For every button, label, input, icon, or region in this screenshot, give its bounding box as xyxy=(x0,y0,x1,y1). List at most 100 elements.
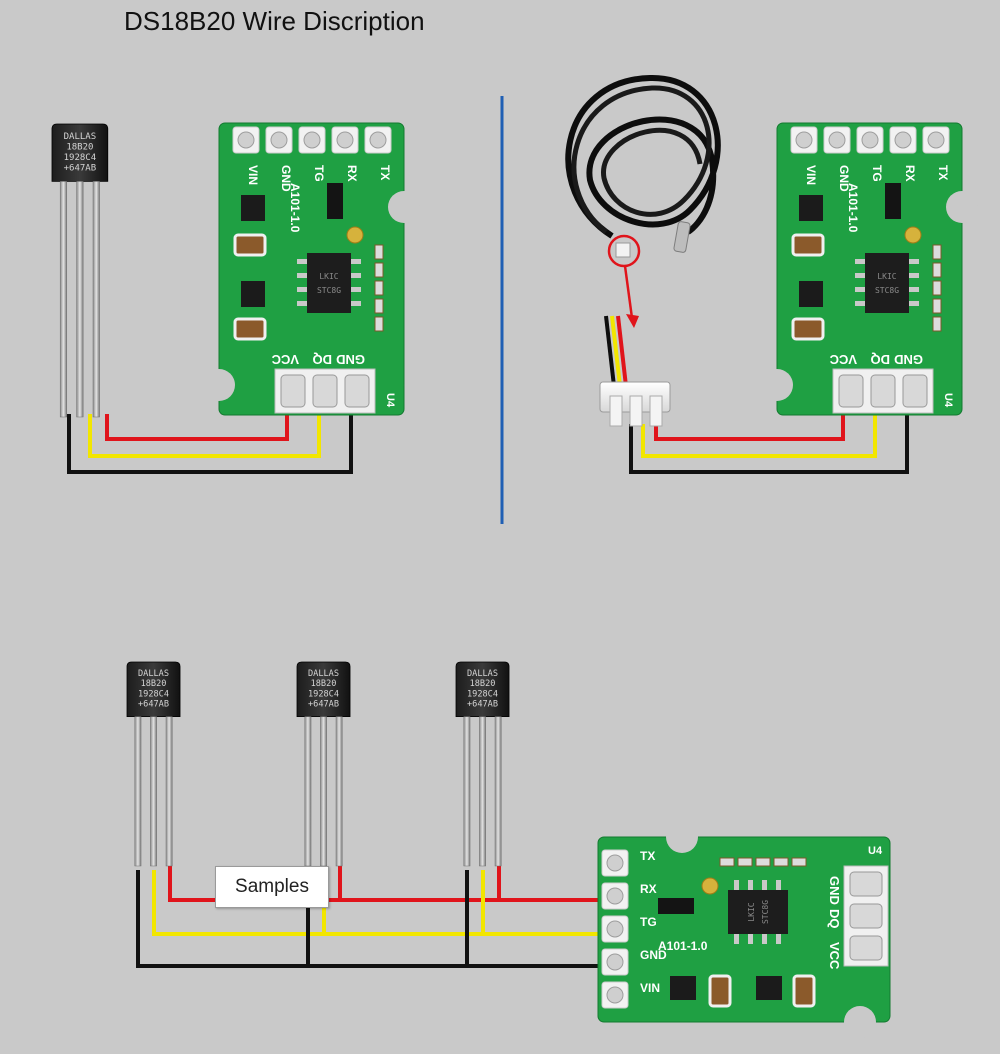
arrow-head xyxy=(626,314,639,328)
pin-label-top: VIN xyxy=(246,165,260,185)
board-label: A101-1.0 xyxy=(658,939,708,953)
chip-pin xyxy=(297,273,307,278)
resistor xyxy=(719,857,735,867)
regulator-chip xyxy=(241,195,265,221)
sensor-leg xyxy=(92,181,100,418)
resistor xyxy=(932,262,942,278)
sensor-body xyxy=(126,661,181,717)
chip-marking: LKIC xyxy=(319,272,338,281)
waterproof-probe xyxy=(565,74,721,427)
chip-pin xyxy=(297,287,307,292)
sensor-marking: 1928C4 xyxy=(467,689,498,699)
header-hole xyxy=(795,131,813,149)
regulator-chip xyxy=(756,976,782,1000)
chip-pin xyxy=(351,273,361,278)
sensor-body xyxy=(455,661,510,717)
pin-label-bottom: GND xyxy=(336,352,365,367)
pin-label-bottom: GND xyxy=(894,352,923,367)
connector-highlight-circle xyxy=(607,234,641,268)
sensor-marking: 18B20 xyxy=(66,142,93,152)
pin-label-bottom: VCC xyxy=(829,352,857,367)
resistor xyxy=(374,298,384,314)
pcb-notch xyxy=(844,1006,876,1038)
arrow-line xyxy=(623,265,634,319)
sensor-marking: 1928C4 xyxy=(138,689,169,699)
sensor-leg xyxy=(76,181,84,418)
bottom-pad xyxy=(902,374,928,408)
pin-label-top: GND xyxy=(640,948,667,962)
chip-pin xyxy=(351,259,361,264)
sensor-leg xyxy=(304,716,312,867)
sensor-leg xyxy=(59,181,68,418)
sensor-marking: +647AB xyxy=(64,164,97,174)
test-pad xyxy=(346,226,364,244)
resistor xyxy=(374,262,384,278)
chip-pin xyxy=(909,259,919,264)
samples-label-box: Samples xyxy=(215,866,329,908)
pcb-notch xyxy=(761,369,793,401)
pin-label-top: TG xyxy=(640,915,657,929)
resistor xyxy=(755,857,771,867)
pin-label-top: RX xyxy=(345,165,359,182)
bottom-pad xyxy=(849,871,883,897)
sensor-leg xyxy=(150,716,157,867)
header-hole xyxy=(369,131,387,149)
sensor-leg xyxy=(494,716,502,867)
diode xyxy=(327,183,343,219)
pin-label-bottom: DQ xyxy=(827,909,842,929)
sensor-marking: 1928C4 xyxy=(64,153,97,163)
resistor xyxy=(773,857,789,867)
page-title: DS18B20 Wire Discription xyxy=(124,6,425,36)
sensor-leg xyxy=(479,716,486,867)
capacitor xyxy=(233,233,267,257)
capacitor xyxy=(792,974,816,1008)
resistor xyxy=(374,244,384,260)
diode xyxy=(658,898,694,914)
header-hole xyxy=(606,986,624,1004)
pcb-notch xyxy=(203,369,235,401)
pin-label-top: VIN xyxy=(640,981,660,995)
header-hole xyxy=(606,953,624,971)
resistor xyxy=(932,298,942,314)
pin-label-top: TX xyxy=(640,849,655,863)
pin-label-bottom: GND xyxy=(827,876,842,905)
pcb-notch xyxy=(946,191,978,223)
resistor xyxy=(932,280,942,296)
mcu-chip xyxy=(865,253,909,313)
resistor xyxy=(374,280,384,296)
sensor-leg xyxy=(335,716,343,867)
pin-label-bottom: DQ xyxy=(313,352,333,367)
bottom-pad xyxy=(838,374,864,408)
bottom-pad xyxy=(312,374,338,408)
chip-pin xyxy=(297,259,307,264)
pin-label-top: RX xyxy=(903,165,917,182)
wire-dq xyxy=(641,382,877,458)
sensor-body xyxy=(51,123,109,182)
chip-pin xyxy=(748,880,753,890)
sensor-marking: DALLAS xyxy=(64,132,97,142)
chip-marking: LKIC xyxy=(747,902,756,921)
wires-layer xyxy=(67,382,909,968)
capacitor xyxy=(791,233,825,257)
pin-label-bottom: DQ xyxy=(871,352,891,367)
bottom-pad xyxy=(870,374,896,408)
header-hole xyxy=(303,131,321,149)
chip-marking: STC8G xyxy=(875,286,899,295)
header-hole xyxy=(606,887,624,905)
chip-pin xyxy=(297,301,307,306)
header-hole xyxy=(237,131,255,149)
pin-label-top: TG xyxy=(870,165,884,182)
chip-pin xyxy=(855,259,865,264)
sensor-marking: 18B20 xyxy=(470,679,496,689)
chip-marking: STC8G xyxy=(761,900,770,924)
connector-label: U4 xyxy=(942,393,954,408)
diode xyxy=(885,183,901,219)
